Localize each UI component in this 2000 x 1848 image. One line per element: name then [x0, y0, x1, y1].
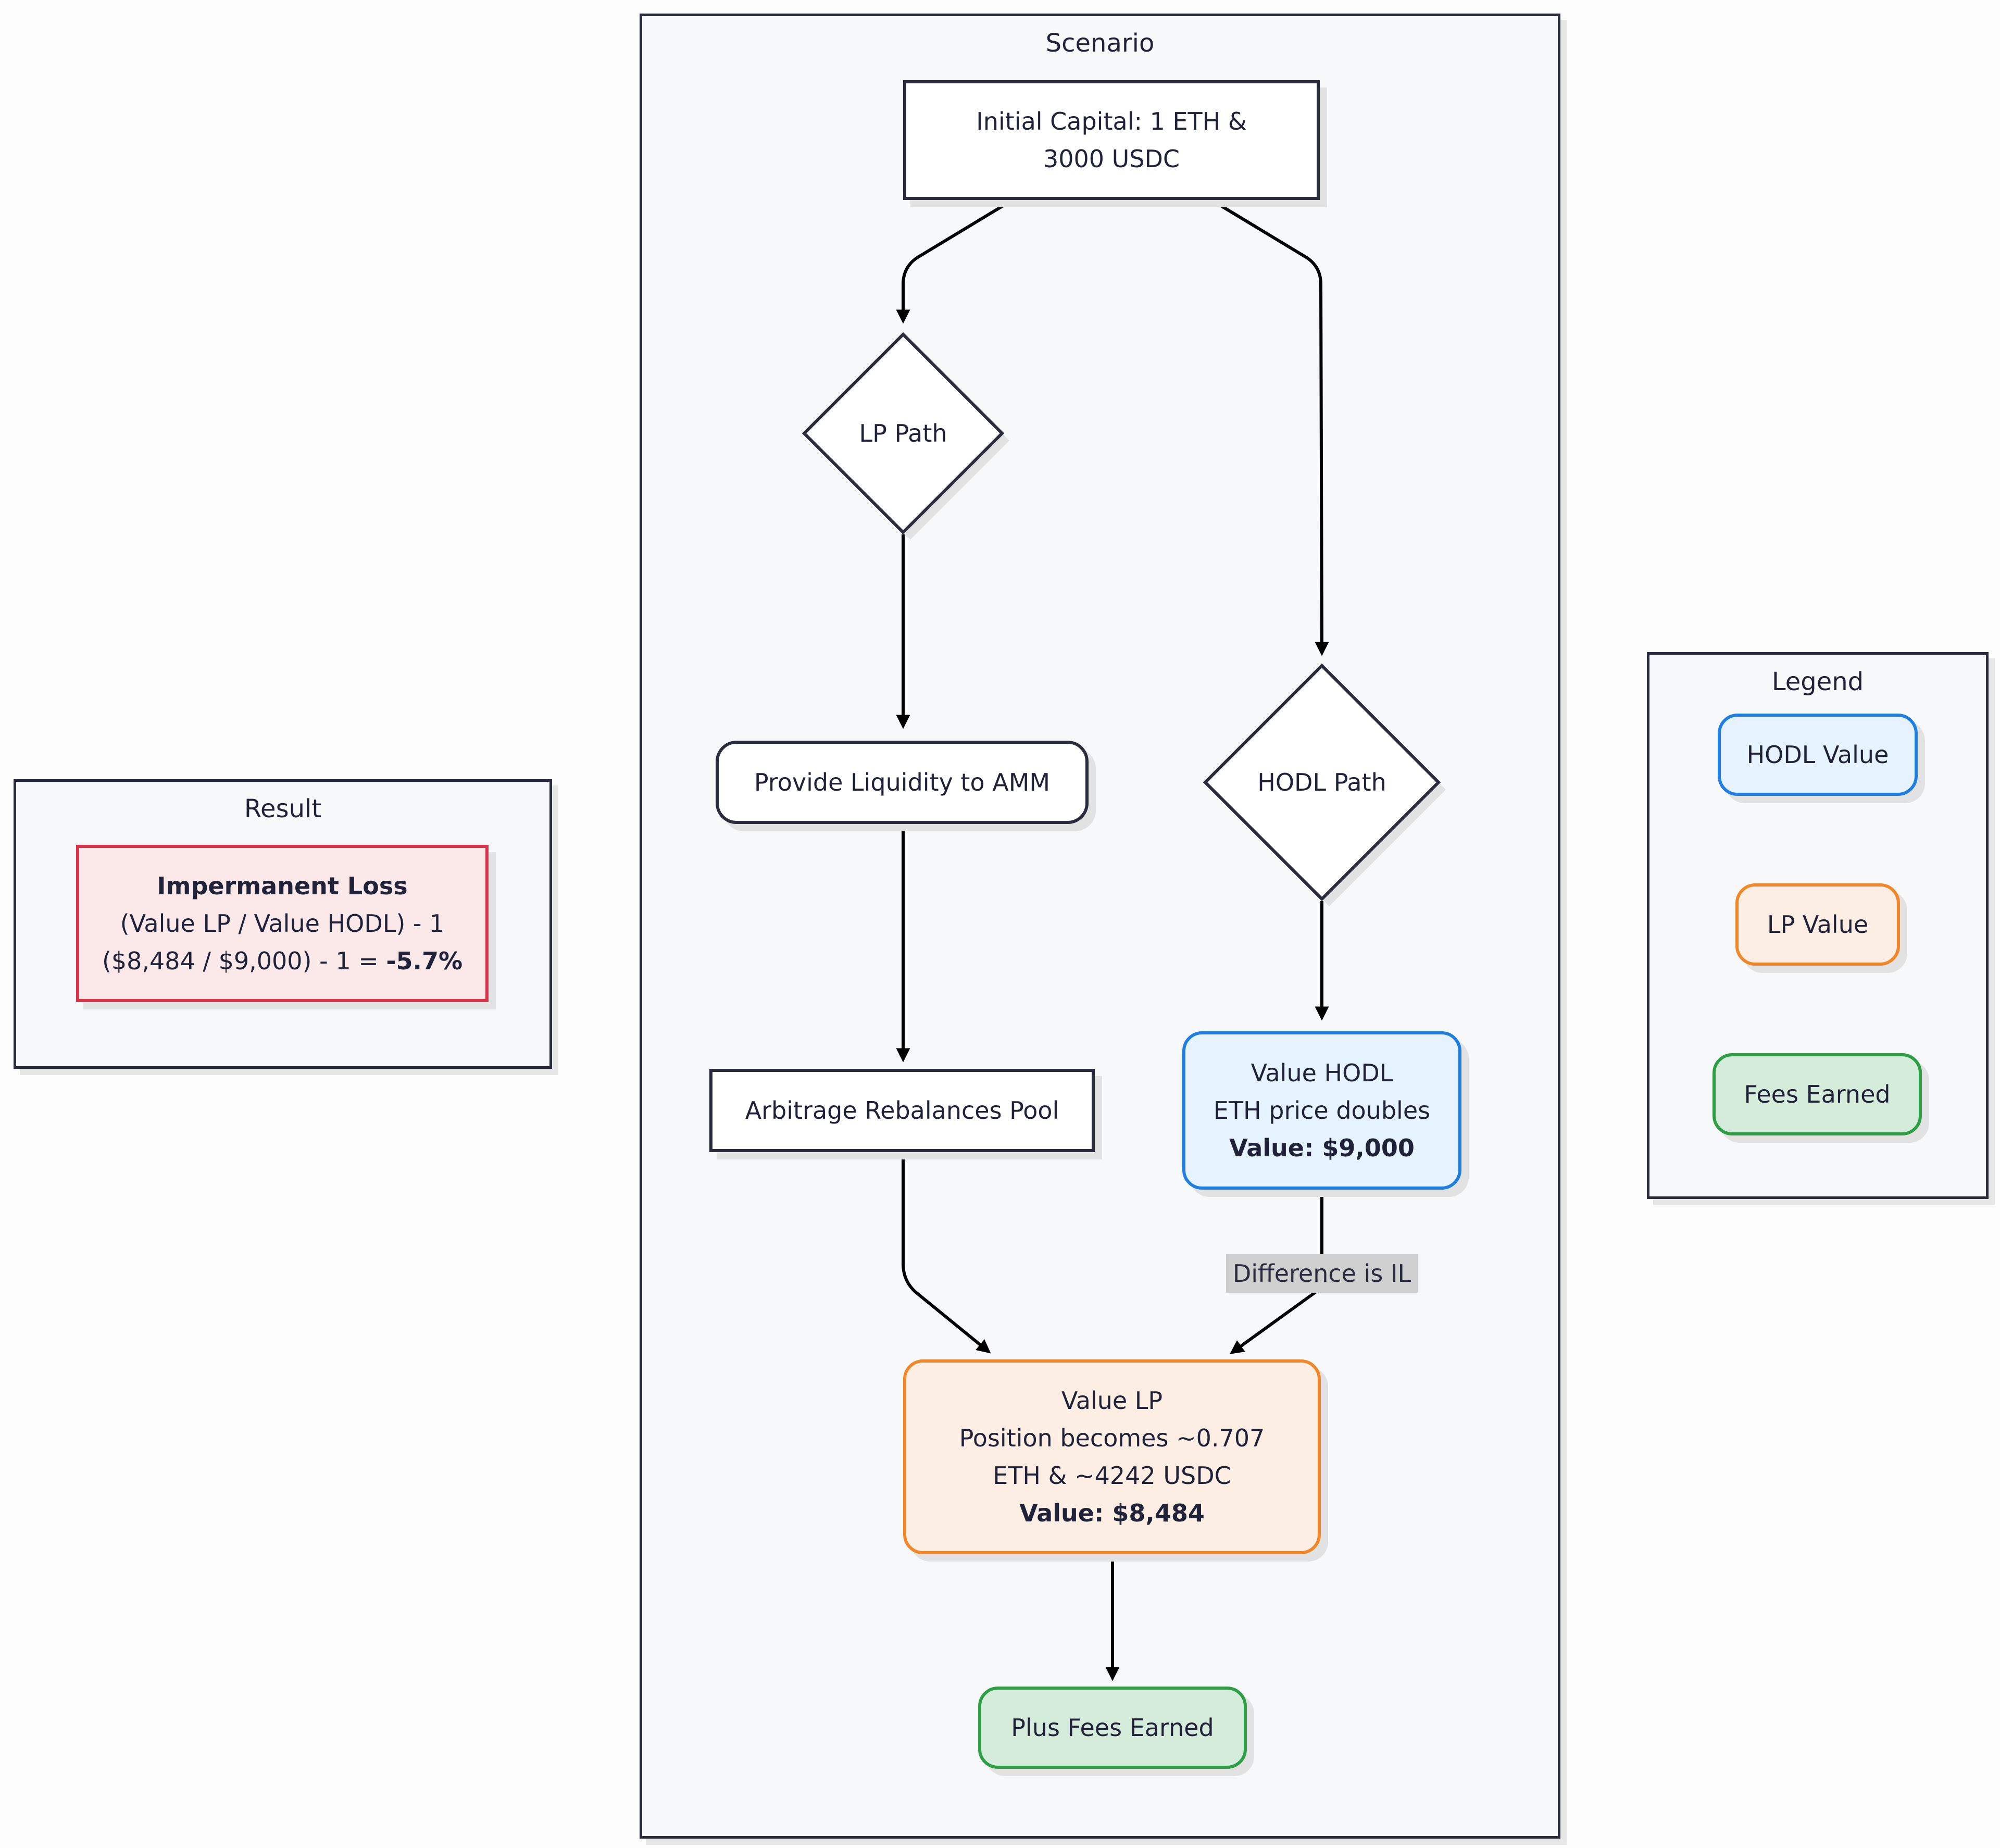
il-calc: ($8,484 / $9,000) - 1 = -5.7%	[102, 942, 463, 980]
value-lp-line2: Position becomes ~0.707	[959, 1424, 1265, 1452]
value-lp-node: Value LP Position becomes ~0.707 ETH & ~…	[903, 1359, 1321, 1554]
value-lp-line3: ETH & ~4242 USDC	[993, 1462, 1231, 1490]
value-lp-line1: Value LP	[1061, 1387, 1163, 1415]
provide-liquidity-node: Provide Liquidity to AMM	[716, 741, 1089, 824]
difference-label: Difference is IL	[1226, 1254, 1418, 1293]
edge-initial-to-hodl	[1210, 198, 1329, 656]
il-formula: (Value LP / Value HODL) - 1	[120, 909, 445, 938]
lp-path-diamond	[802, 332, 1005, 535]
lp-path-label: LP Path	[859, 419, 947, 447]
result-title: Result	[244, 794, 322, 823]
legend-lp-item: LP Value	[1735, 883, 1900, 966]
il-title: Impermanent Loss	[157, 872, 408, 900]
hodl-path-diamond	[1203, 663, 1441, 902]
il-calc-prefix: ($8,484 / $9,000) - 1 =	[102, 947, 386, 975]
arbitrage-node: Arbitrage Rebalances Pool	[709, 1069, 1095, 1152]
hodl-path-label: HODL Path	[1257, 768, 1386, 796]
edge-arbitrage-to-valuelp	[902, 1153, 991, 1354]
initial-capital-line1: Initial Capital: 1 ETH &	[976, 107, 1247, 135]
value-hodl-node: Value HODL ETH price doubles Value: $9,0…	[1182, 1031, 1461, 1190]
legend-hodl-item: HODL Value	[1718, 714, 1918, 796]
legend-title: Legend	[1771, 667, 1864, 696]
legend-fees-item: Fees Earned	[1713, 1053, 1922, 1135]
value-hodl-line2: ETH price doubles	[1213, 1096, 1431, 1125]
fees-node: Plus Fees Earned	[978, 1687, 1247, 1769]
initial-capital-node: Initial Capital: 1 ETH & 3000 USDC	[903, 80, 1320, 200]
value-hodl-line3: Value: $9,000	[1229, 1134, 1415, 1162]
initial-capital-line2: 3000 USDC	[1043, 145, 1180, 173]
scenario-title: Scenario	[1045, 29, 1155, 58]
edge-initial-to-lp	[896, 198, 1014, 324]
impermanent-loss-node: Impermanent Loss (Value LP / Value HODL)…	[76, 845, 489, 1002]
il-calc-value: -5.7%	[386, 947, 463, 975]
value-lp-line4: Value: $8,484	[1019, 1499, 1205, 1527]
value-hodl-line1: Value HODL	[1251, 1059, 1393, 1087]
